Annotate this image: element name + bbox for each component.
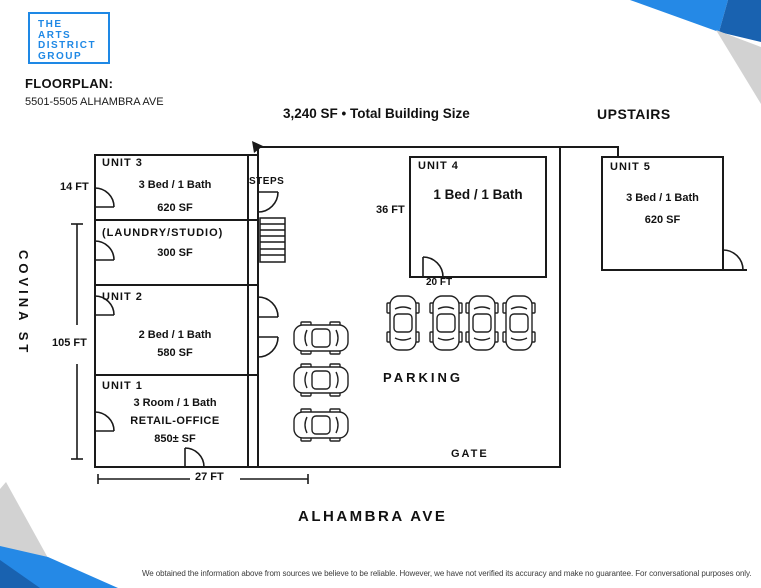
car-icon bbox=[465, 295, 499, 351]
stairs bbox=[259, 217, 286, 263]
dim-105ft: 105 FT bbox=[52, 337, 87, 349]
unit1-beds: 3 Room / 1 Bath bbox=[133, 397, 217, 409]
unit3-beds: 3 Bed / 1 Bath bbox=[138, 179, 212, 191]
car-icon bbox=[293, 321, 349, 355]
car-icon bbox=[502, 295, 536, 351]
car-icon bbox=[293, 408, 349, 442]
street-name-alhambra: ALHAMBRA AVE bbox=[298, 508, 448, 525]
unit5-size: 620 SF bbox=[644, 214, 681, 226]
brand-logo-line: GROUP bbox=[38, 50, 83, 62]
brand-logo-line: THE bbox=[38, 19, 63, 30]
parking-structure-walls bbox=[257, 146, 747, 468]
dim-36ft: 36 FT bbox=[376, 204, 405, 216]
unit3-name: UNIT 3 bbox=[102, 157, 143, 169]
dim-14ft: 14 FT bbox=[60, 181, 89, 193]
laundry-size: 300 SF bbox=[157, 247, 193, 259]
unit1-name: UNIT 1 bbox=[102, 380, 143, 392]
floorplan-heading: FLOORPLAN: bbox=[25, 76, 114, 91]
door-swings bbox=[94, 187, 744, 468]
dim-27ft: 27 FT bbox=[195, 471, 224, 483]
brand-logo-line: ARTS bbox=[38, 29, 72, 41]
dimension-lines bbox=[71, 223, 309, 484]
dim-20ft: 20 FT bbox=[426, 277, 453, 288]
total-building-size: 3,240 SF • Total Building Size bbox=[283, 106, 470, 121]
unit2-size: 580 SF bbox=[157, 347, 193, 359]
corner-decoration-bottom-left bbox=[0, 482, 118, 588]
upstairs-label: UPSTAIRS bbox=[597, 106, 671, 122]
property-address: 5501-5505 ALHAMBRA AVE bbox=[25, 96, 164, 108]
corner-decoration-top-right bbox=[630, 0, 761, 104]
laundry-name: (LAUNDRY/STUDIO) bbox=[102, 227, 224, 239]
unit4-name: UNIT 4 bbox=[418, 160, 459, 172]
unit5-beds: 3 Bed / 1 Bath bbox=[626, 192, 699, 204]
disclaimer-text: We obtained the information above from s… bbox=[142, 569, 752, 578]
parked-cars bbox=[293, 295, 536, 442]
unit2-beds: 2 Bed / 1 Bath bbox=[138, 329, 212, 341]
unit4-beds: 1 Bed / 1 Bath bbox=[433, 187, 523, 202]
unit5-name: UNIT 5 bbox=[610, 161, 651, 173]
upstairs-path-arrow bbox=[252, 141, 263, 153]
car-icon bbox=[429, 295, 463, 351]
gate-label: GATE bbox=[451, 448, 489, 460]
car-icon bbox=[293, 363, 349, 397]
street-name-covina: COVINA ST bbox=[16, 250, 31, 357]
brand-logo: THE ARTS DISTRICT GROUP bbox=[28, 12, 110, 64]
unit2-name: UNIT 2 bbox=[102, 291, 143, 303]
parking-label: PARKING bbox=[383, 370, 463, 385]
brand-logo-line: DISTRICT bbox=[38, 40, 97, 51]
unit1-use: RETAIL-OFFICE bbox=[130, 415, 220, 427]
unit3-size: 620 SF bbox=[157, 202, 193, 214]
steps-label: STEPS bbox=[249, 176, 285, 187]
unit1-size: 850± SF bbox=[154, 433, 196, 445]
car-icon bbox=[386, 295, 420, 351]
